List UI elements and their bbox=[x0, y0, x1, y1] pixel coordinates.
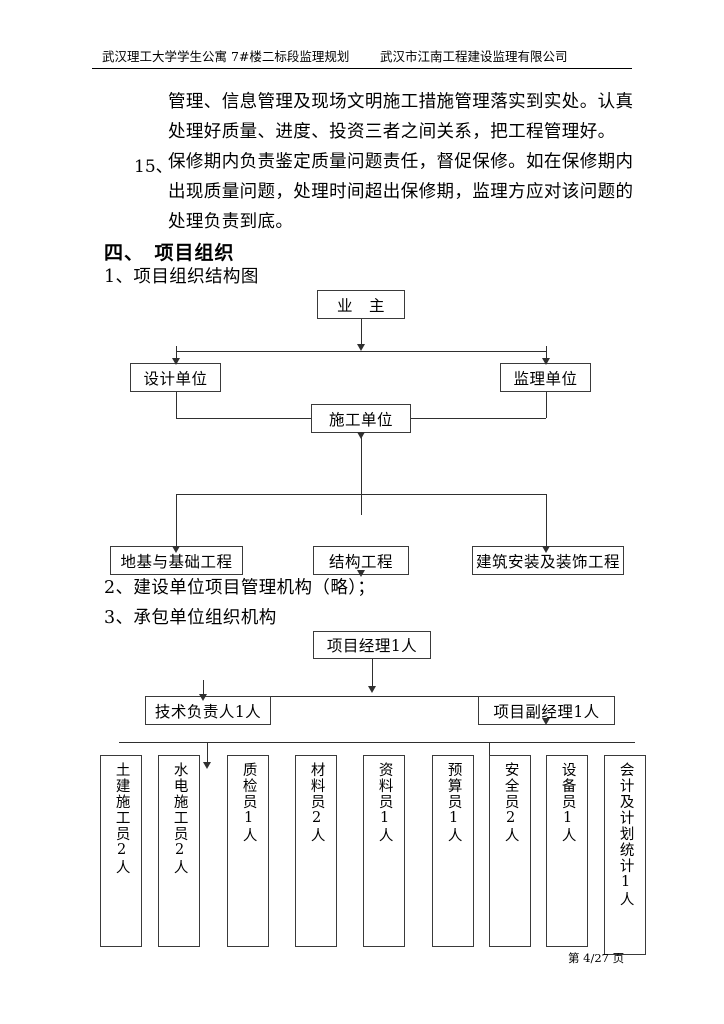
list-item-2-label: 2、建设单位项目管理机构（略）； bbox=[104, 578, 376, 598]
chart1-node-install-decoration-works: 建筑安装及装饰工程 bbox=[472, 546, 624, 575]
chart1-owner-drop-line bbox=[361, 319, 362, 349]
chart2-manager-arrowhead bbox=[367, 686, 376, 693]
list-item-1-label: 1、项目组织结构图 bbox=[104, 267, 259, 287]
list-item-15-line-3: 处理负责到底。 bbox=[168, 212, 294, 232]
chart2-management-bus-line bbox=[145, 696, 615, 697]
chart2-staff-label-8: 会计及计划统计1人 bbox=[617, 762, 634, 908]
chart2-staff-box-7: 设备员1人 bbox=[546, 755, 588, 947]
chart2-node-technical-lead: 技术负责人1人 bbox=[145, 696, 271, 725]
chart2-staff-box-1: 水电施工员2人 bbox=[158, 755, 200, 947]
chart1-node-design-unit: 设计单位 bbox=[130, 363, 221, 392]
chart2-staff-box-0: 土建施工员2人 bbox=[100, 755, 142, 947]
chart2-staff-label-3: 材料员2人 bbox=[308, 762, 325, 844]
section-heading-four: 四、 项目组织 bbox=[104, 242, 235, 264]
chart1-node-construction-unit: 施工单位 bbox=[311, 404, 411, 433]
header-right-company: 武汉市江南工程建设监理有限公司 bbox=[380, 49, 568, 64]
chart2-staff-box-3: 材料员2人 bbox=[295, 755, 337, 947]
chart2-staff-tick-left bbox=[207, 742, 208, 766]
chart1-construction-arrowhead bbox=[356, 432, 365, 439]
chart2-staff-label-6: 安全员2人 bbox=[502, 762, 519, 844]
chart1-foundation-arrowhead bbox=[171, 546, 180, 553]
chart2-deputy-arrowhead bbox=[541, 718, 550, 725]
chart1-node-supervision-unit: 监理单位 bbox=[500, 363, 591, 392]
list-item-3-label: 3、承包单位组织机构 bbox=[104, 608, 277, 628]
page-footer-number: 第 4/27 页 bbox=[568, 951, 625, 965]
chart2-node-project-manager: 项目经理1人 bbox=[313, 631, 431, 659]
chart2-technical-arrowhead bbox=[198, 694, 207, 701]
chart2-staff-label-5: 预算员1人 bbox=[445, 762, 462, 844]
chart2-staff-tick-left-arrowhead bbox=[202, 762, 211, 769]
list-item-15-line-2: 出现质量问题，处理时间超出保修期，监理方应对该问题的 bbox=[168, 182, 634, 202]
chart2-staff-box-5: 预算员1人 bbox=[432, 755, 474, 947]
chart2-staff-box-4: 资料员1人 bbox=[363, 755, 405, 947]
chart1-node-owner: 业 主 bbox=[317, 290, 405, 319]
chart2-staff-label-2: 质检员1人 bbox=[240, 762, 257, 844]
chart1-structural-arrowhead bbox=[356, 570, 365, 577]
chart2-technical-branch-line bbox=[203, 680, 204, 702]
paragraph-line-1: 管理、信息管理及现场文明施工措施管理落实到实处。认真 bbox=[168, 92, 634, 112]
chart2-staff-box-8: 会计及计划统计1人 bbox=[604, 755, 646, 955]
chart1-supervision-arrowhead bbox=[541, 358, 550, 365]
page-header: 武汉理工大学学生公寓 7#楼二标段监理规划 武汉市江南工程建设监理有限公司 bbox=[92, 44, 632, 69]
list-item-15-number: 15、 bbox=[134, 157, 173, 177]
chart2-staff-tick-right bbox=[489, 742, 490, 762]
chart2-staff-box-6: 安全员2人 bbox=[489, 755, 531, 947]
chart1-design-arrowhead bbox=[171, 358, 180, 365]
chart2-staff-label-0: 土建施工员2人 bbox=[113, 762, 130, 876]
chart2-staff-label-4: 资料员1人 bbox=[376, 762, 393, 844]
chart2-staff-bus-line bbox=[119, 742, 635, 743]
chart2-staff-box-2: 质检员1人 bbox=[227, 755, 269, 947]
chart1-construction-drop-line bbox=[361, 433, 362, 515]
chart2-manager-drop-line bbox=[372, 659, 373, 691]
chart1-owner-arrowhead bbox=[356, 344, 365, 351]
paragraph-line-2: 处理好质量、进度、投资三者之间关系，把工程管理好。 bbox=[168, 122, 616, 142]
chart1-foundation-branch-line bbox=[176, 494, 177, 552]
chart2-staff-label-7: 设备员1人 bbox=[559, 762, 576, 844]
chart1-top-bus-line bbox=[176, 351, 546, 352]
chart1-install-branch-line bbox=[546, 494, 547, 552]
list-item-15-line-1: 保修期内负责鉴定质量问题责任，督促保修。如在保修期内 bbox=[168, 152, 634, 172]
chart1-install-arrowhead bbox=[541, 546, 550, 553]
chart2-staff-label-1: 水电施工员2人 bbox=[171, 762, 188, 876]
header-left-title: 武汉理工大学学生公寓 7#楼二标段监理规划 bbox=[102, 49, 350, 64]
